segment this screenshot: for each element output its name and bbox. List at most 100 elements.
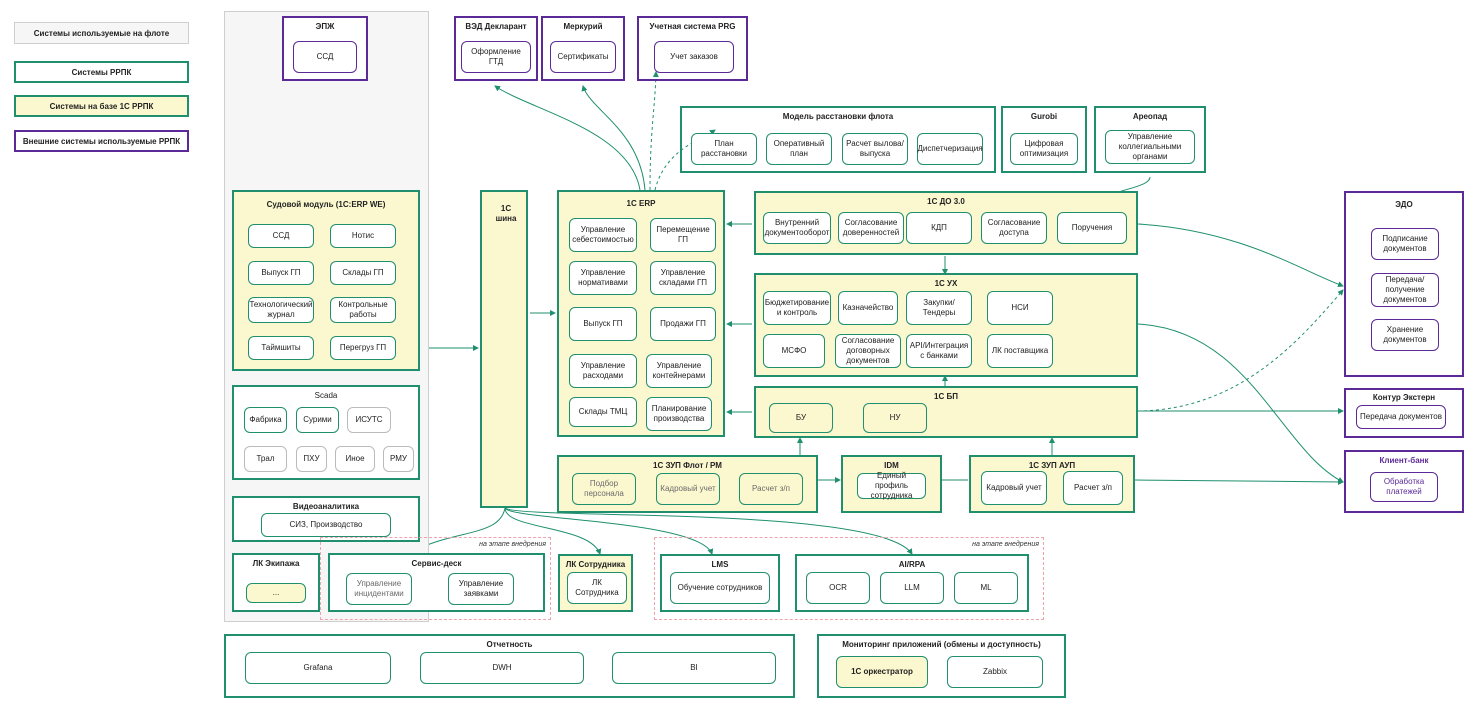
servicedesk-title: Сервис-деск: [411, 559, 462, 568]
areopad-title: Ареопад: [1132, 112, 1168, 121]
servicedesk-incidents[interactable]: Управление инцидентами: [346, 573, 412, 605]
ship-ssd[interactable]: ССД: [248, 224, 314, 248]
gurobi-optimization[interactable]: Цифровая оптимизация: [1010, 133, 1078, 165]
zup-aup-hr[interactable]: Кадровый учет: [981, 471, 1047, 505]
servicedesk-requests[interactable]: Управление заявками: [448, 573, 514, 605]
zup-fleet-payroll[interactable]: Расчет з/п: [739, 473, 803, 505]
uh-contracts[interactable]: Согласование договорных документов: [835, 334, 901, 368]
monitoring-zabbix[interactable]: Zabbix: [947, 656, 1043, 688]
zup-fleet-hr[interactable]: Кадровый учет: [656, 473, 720, 505]
edo-block: ЭДО Подписание документов Передача/ полу…: [1344, 191, 1464, 377]
kontur-title: Контур Экстерн: [1372, 393, 1436, 402]
scada-tral[interactable]: Трал: [244, 446, 287, 472]
video-title: Видеоаналитика: [292, 502, 360, 511]
epzh-ssd[interactable]: ССД: [293, 41, 357, 73]
erp-sales-gp[interactable]: Продажи ГП: [650, 307, 716, 341]
ved-gtd[interactable]: Оформление ГТД: [461, 41, 531, 73]
bank-payments[interactable]: Обработка платежей: [1370, 472, 1438, 502]
reports-bi[interactable]: BI: [612, 652, 776, 684]
uh-nsi[interactable]: НСИ: [987, 291, 1053, 325]
ship-output-gp[interactable]: Выпуск ГП: [248, 261, 314, 285]
do-internal[interactable]: Внутренний документооборот: [763, 212, 831, 244]
legend-external-label: Внешние системы используемые РРПК: [22, 136, 181, 146]
airpa-title: AI/RPA: [898, 560, 926, 569]
areopad-management[interactable]: Управление коллегиальными органами: [1105, 130, 1195, 164]
video-siz[interactable]: СИЗ, Производство: [261, 513, 391, 537]
erp-move-gp[interactable]: Перемещение ГП: [650, 218, 716, 252]
scada-isuts[interactable]: ИСУТС: [347, 407, 391, 433]
mercury-certificates[interactable]: Сертификаты: [550, 41, 616, 73]
epzh-title: ЭПЖ: [315, 22, 335, 31]
do-tasks[interactable]: Поручения: [1057, 212, 1127, 244]
bp-nu[interactable]: НУ: [863, 403, 927, 433]
legend-1c-label: Системы на базе 1С РРПК: [49, 101, 154, 111]
legend-fleet-label: Системы используемые на флоте: [33, 28, 170, 38]
uh-msfo[interactable]: МСФО: [763, 334, 825, 368]
airpa-ocr[interactable]: OCR: [806, 572, 870, 604]
legend-fleet-systems: Системы используемые на флоте: [14, 22, 189, 44]
scada-surimi[interactable]: Сурими: [296, 407, 339, 433]
fleet-model-plan[interactable]: План расстановки: [691, 133, 757, 165]
monitoring-orchestrator[interactable]: 1С оркестратор: [836, 656, 928, 688]
bp-bu[interactable]: БУ: [769, 403, 833, 433]
idm-block: IDM Единый профиль сотрудника: [841, 455, 942, 513]
reports-dwh[interactable]: DWH: [420, 652, 584, 684]
uh-supplier-portal[interactable]: ЛК поставщика: [987, 334, 1053, 368]
bus-title: 1С шина: [495, 204, 517, 223]
lms-training[interactable]: Обучение сотрудников: [670, 572, 770, 604]
airpa-llm[interactable]: LLM: [880, 572, 944, 604]
uh-procurement[interactable]: Закупки/Тендеры: [906, 291, 972, 325]
edo-transfer[interactable]: Передача/ получение документов: [1371, 273, 1439, 307]
prg-orders[interactable]: Учет заказов: [654, 41, 734, 73]
erp-containers[interactable]: Управление контейнерами: [646, 354, 712, 388]
erp-cost[interactable]: Управление себестоимостью: [569, 218, 637, 252]
uh-api-banks[interactable]: API/Интеграция с банками: [906, 334, 972, 368]
scada-rmu[interactable]: РМУ: [383, 446, 414, 472]
fleet-model-catch[interactable]: Расчет вылова/ выпуска: [842, 133, 908, 165]
edo-signing[interactable]: Подписание документов: [1371, 228, 1439, 260]
ship-notis[interactable]: Нотис: [330, 224, 396, 248]
fleet-model-dispatch[interactable]: Диспетчеризация: [917, 133, 983, 165]
ship-warehouse-gp[interactable]: Склады ГП: [330, 261, 396, 285]
ship-timesheets[interactable]: Таймшиты: [248, 336, 314, 360]
employee-portal[interactable]: ЛК Сотрудника: [567, 572, 627, 604]
mercury-block: Меркурий Сертификаты: [541, 16, 625, 81]
kontur-transfer[interactable]: Передача документов: [1356, 405, 1446, 429]
fleet-model-title: Модель расстановки флота: [782, 112, 894, 121]
scada-other[interactable]: Иное: [335, 446, 375, 472]
erp-norms[interactable]: Управление нормативами: [569, 261, 637, 295]
ship-transship-gp[interactable]: Перегруз ГП: [330, 336, 396, 360]
do-powers[interactable]: Согласование доверенностей: [838, 212, 904, 244]
uh-treasury[interactable]: Казначейство: [838, 291, 898, 325]
fleet-model-oper-plan[interactable]: Оперативный план: [766, 133, 832, 165]
erp-output-gp[interactable]: Выпуск ГП: [569, 307, 637, 341]
ship-control-works[interactable]: Контрольные работы: [330, 297, 396, 323]
reports-block: Отчетность Grafana DWH BI: [224, 634, 795, 698]
do-kdp[interactable]: КДП: [906, 212, 972, 244]
erp-warehouse-gp[interactable]: Управление складами ГП: [650, 261, 716, 295]
ship-tech-journal[interactable]: Технологический журнал: [248, 297, 314, 323]
legend-external-systems: Внешние системы используемые РРПК: [14, 130, 189, 152]
servicedesk-block: Сервис-деск Управление инцидентами Управ…: [328, 553, 545, 612]
crew-item[interactable]: ...: [246, 583, 306, 603]
crew-block: ЛК Экипажа ...: [232, 553, 320, 612]
idm-profile[interactable]: Единый профиль сотрудника: [857, 471, 926, 500]
scada-title: Scada: [314, 391, 338, 400]
do-access[interactable]: Согласование доступа: [981, 212, 1047, 244]
scada-factory[interactable]: Фабрика: [244, 407, 287, 433]
uh-budget[interactable]: Бюджетирование и контроль: [763, 291, 831, 325]
scada-phu[interactable]: ПХУ: [296, 446, 327, 472]
zup-fleet-recruiting[interactable]: Подбор персонала: [572, 473, 636, 505]
reports-grafana[interactable]: Grafana: [245, 652, 391, 684]
employee-block: ЛК Сотрудника ЛК Сотрудника: [558, 554, 633, 612]
gurobi-block: Gurobi Цифровая оптимизация: [1001, 106, 1087, 173]
zup-aup-payroll[interactable]: Расчет з/п: [1063, 471, 1123, 505]
erp-warehouse-tmc[interactable]: Склады ТМЦ: [569, 397, 637, 427]
edo-storage[interactable]: Хранение документов: [1371, 319, 1439, 351]
idm-title: IDM: [884, 461, 899, 470]
airpa-ml[interactable]: ML: [954, 572, 1018, 604]
erp-expenses[interactable]: Управление расходами: [569, 354, 637, 388]
erp-planning[interactable]: Планирование производства: [646, 397, 712, 431]
do-block: 1С ДО 3.0 Внутренний документооборот Сог…: [754, 191, 1138, 255]
legend-rrpk-systems: Системы РРПК: [14, 61, 189, 83]
